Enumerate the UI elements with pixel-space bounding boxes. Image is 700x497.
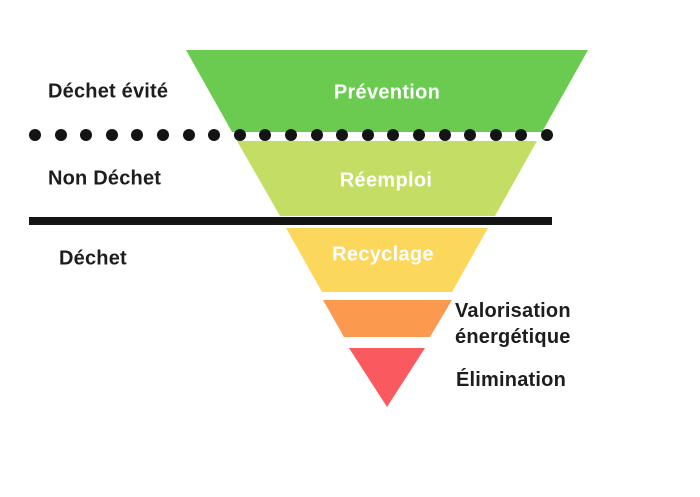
separator-dot [105,128,118,141]
funnel-label-valorisation-energetique: Valorisation énergétique [455,300,571,348]
separator-dot [54,128,67,141]
funnel-level-valorisation-shape [323,300,452,337]
separator-dot [361,128,374,141]
separator-dot [412,128,425,141]
separator-dot [284,128,297,141]
dotted-separator [29,128,553,141]
separator-dot [131,128,144,141]
separator-dot [387,128,400,141]
separator-dot [489,128,502,141]
funnel-level-elimination-shape [349,348,425,407]
separator-dot [233,128,246,141]
funnel-label-prevention: Prévention [333,81,441,104]
separator-dot [464,128,477,141]
separator-dot [515,128,528,141]
separator-dot [29,128,41,141]
zone-label-dechet: Déchet [59,247,127,270]
separator-dot [540,128,553,141]
zone-label-dechet-evite: Déchet évité [48,80,169,103]
funnel-level-prevention-shape [186,50,588,132]
separator-dot [438,128,451,141]
separator-dot [80,128,93,141]
zone-label-non-dechet: Non Déchet [48,167,162,190]
separator-dot [310,128,323,141]
separator-dot [336,128,349,141]
funnel-label-elimination: Élimination [456,369,566,391]
solid-separator [29,217,552,225]
funnel-level-recyclage-shape [286,228,488,292]
separator-dot [156,128,169,141]
separator-dot [259,128,272,141]
funnel-label-reemploi: Réemploi [339,169,433,192]
funnel-level-reemploi-shape [237,141,537,216]
separator-dot [208,128,221,141]
funnel-label-recyclage: Recyclage [332,243,434,266]
separator-dot [182,128,195,141]
